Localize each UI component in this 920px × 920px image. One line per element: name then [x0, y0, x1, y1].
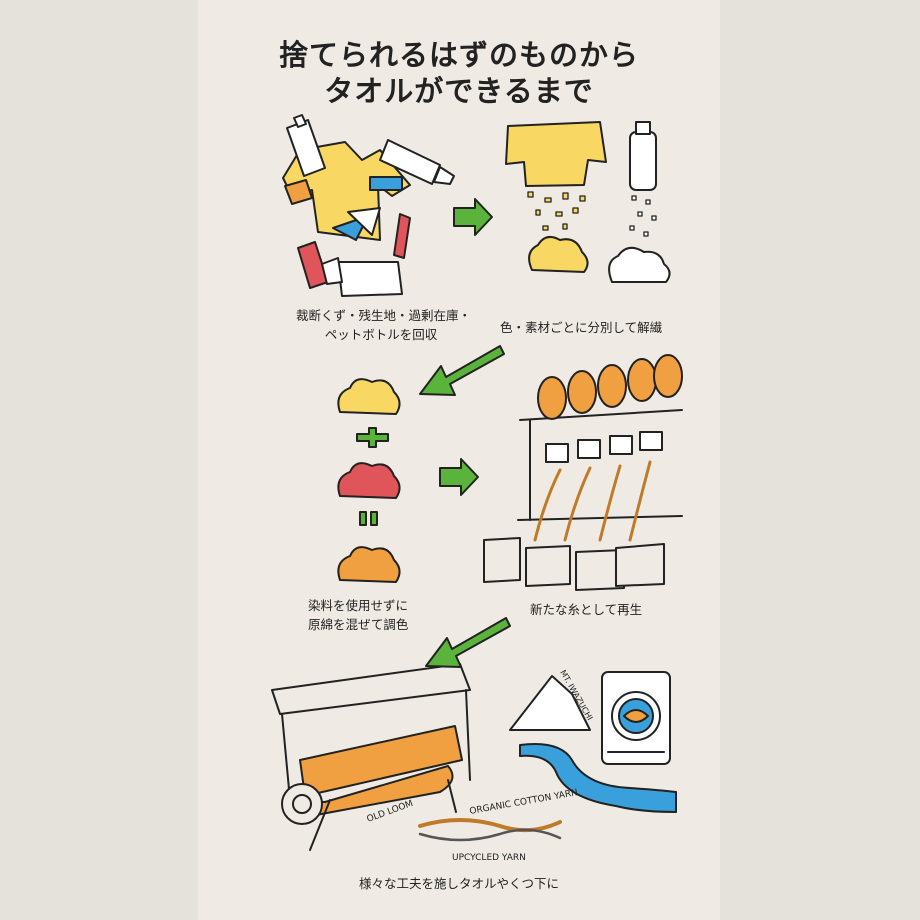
- sorted-fiber-illustration: [505, 121, 671, 283]
- yarn-illustration: [418, 818, 562, 842]
- caption-step4-line1: 新たな糸として再生: [530, 602, 643, 617]
- caption-step3-line2: 原綿を混ぜて調色: [308, 617, 409, 632]
- mountain-illustration: [509, 675, 591, 731]
- washing-machine-illustration: [601, 671, 671, 765]
- caption-step2-line1: 色・素材ごとに分別して解繊: [500, 320, 663, 335]
- arrow-right-2: [439, 458, 479, 496]
- arrow-down-left-2: [425, 617, 511, 668]
- caption-step4: 新たな糸として再生: [530, 600, 642, 619]
- spinning-machine-illustration: [483, 354, 683, 591]
- page-title-line1: 捨てられるはずのものから: [278, 38, 639, 72]
- arrow-down-left-1: [419, 345, 505, 396]
- arrow-right-1: [453, 198, 493, 236]
- page-title-line2: タオルができるまで: [324, 74, 594, 108]
- caption-step5-line1: 様々な工夫を施しタオルやくつ下に: [358, 876, 559, 891]
- upcycled-yarn-label: UPCYCLED YARN: [452, 853, 526, 863]
- organic-yarn-label: ORGANIC COTTON YARN: [469, 788, 579, 817]
- fiber-blend-illustration: [337, 378, 401, 583]
- caption-step3-line1: 染料を使用せずに: [308, 598, 409, 613]
- caption-step1-line2: ペットボトルを回収: [324, 327, 438, 342]
- caption-step1: 裁断くず・残生地・過剰在庫・ ペットボトルを回収: [296, 306, 472, 344]
- loom-illustration: [271, 663, 471, 851]
- river-illustration: [519, 743, 677, 813]
- waste-pile-illustration: [282, 114, 455, 297]
- caption-step5: 様々な工夫を施しタオルやくつ下に: [198, 874, 720, 893]
- caption-step2: 色・素材ごとに分別して解繊: [500, 318, 662, 337]
- caption-step3: 染料を使用せずに 原綿を混ぜて調色: [308, 596, 408, 634]
- caption-step1-line1: 裁断くず・残生地・過剰在庫・: [296, 308, 472, 323]
